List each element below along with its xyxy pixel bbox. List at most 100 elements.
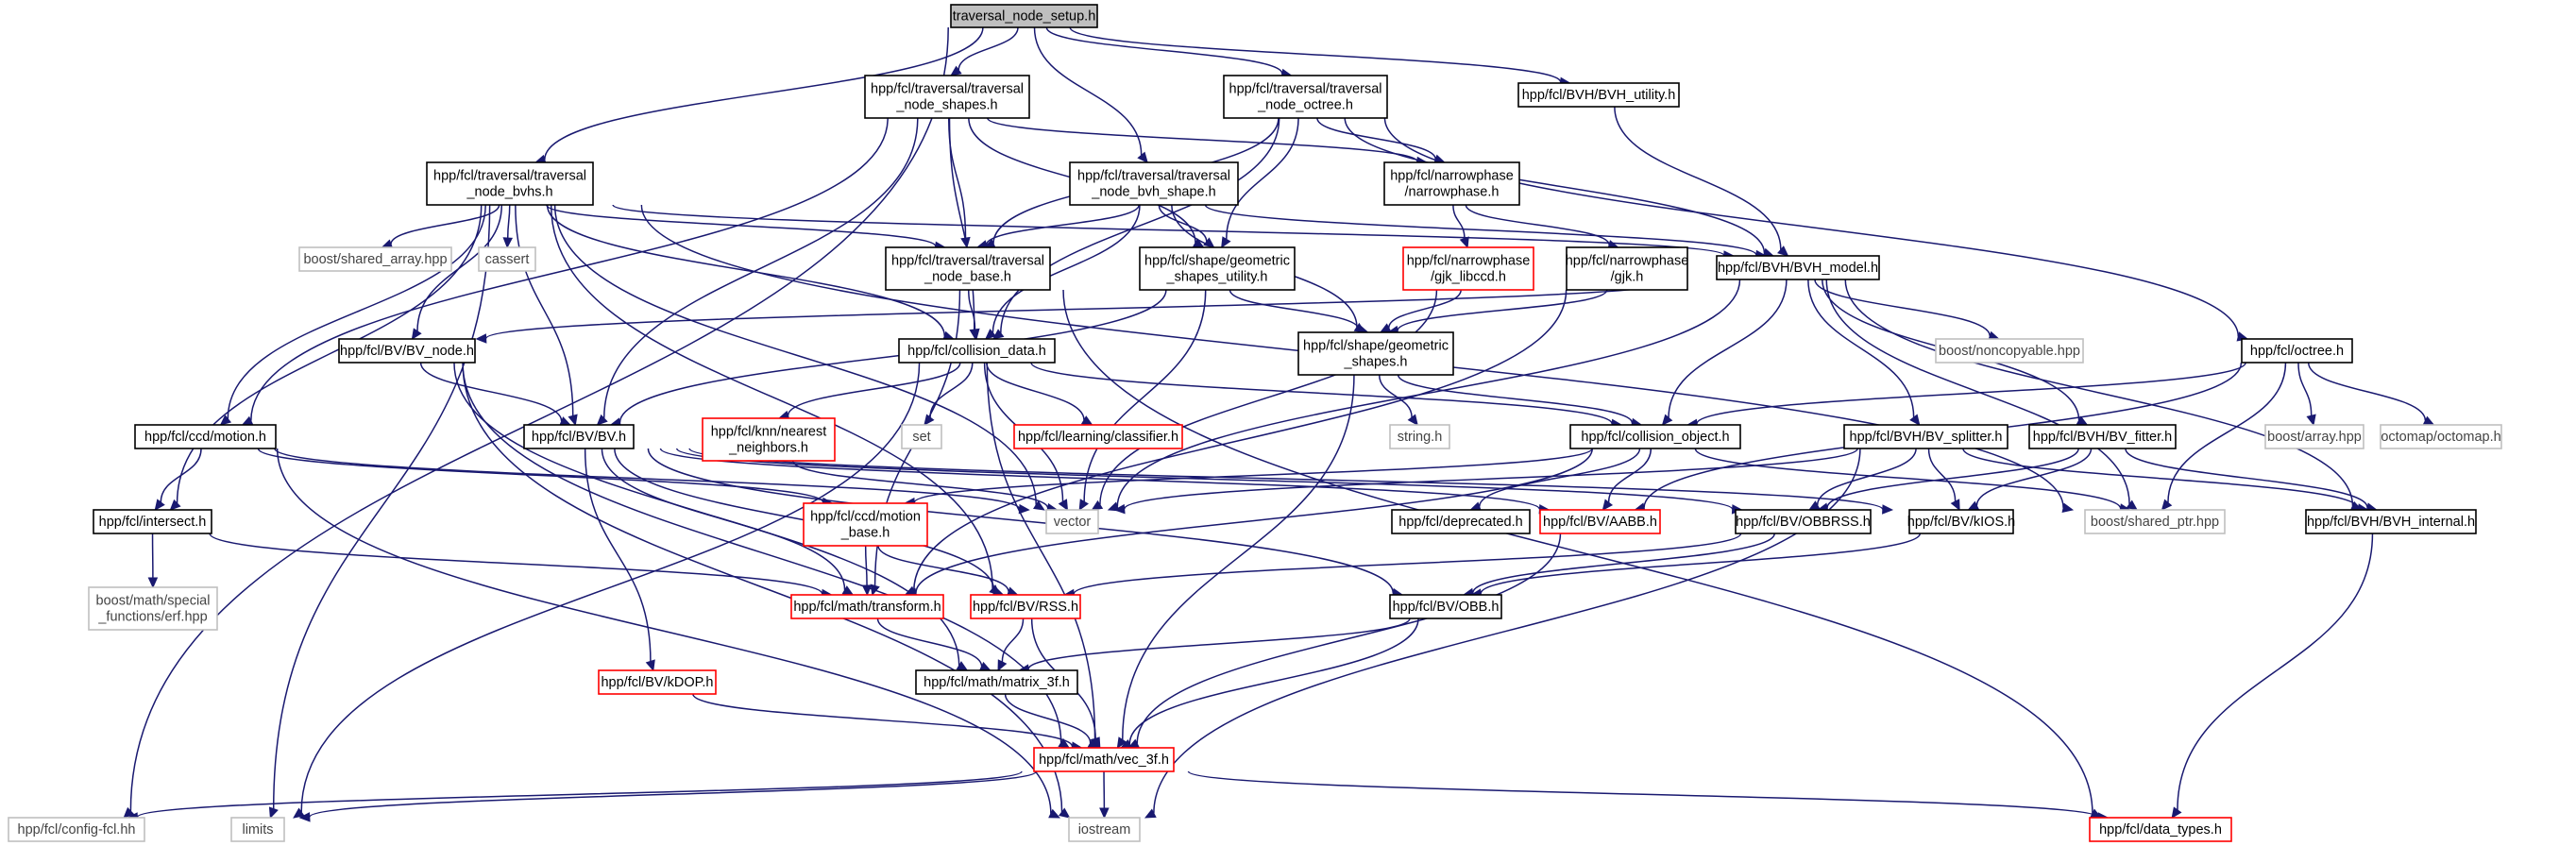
node-aabb[interactable]: hpp/fcl/BV/AABB.h [1539, 509, 1661, 534]
edge-arrowhead [147, 577, 159, 589]
edge-arrowhead [1459, 236, 1469, 249]
edge-line [2307, 362, 2427, 421]
node-label-line: string.h [1398, 430, 1443, 445]
edge-line [1187, 770, 2099, 819]
edge-bv_node-to-iostream [462, 362, 1071, 819]
node-motion-base[interactable]: hpp/fcl/ccd/motion_base.h [803, 502, 928, 547]
node-knn[interactable]: hpp/fcl/knn/nearest_neighbors.h [702, 417, 836, 462]
node-obb[interactable]: hpp/fcl/BV/OBB.h [1389, 594, 1502, 619]
edge-bvh_utility-to-bvh_model [1614, 106, 1789, 257]
node-tn-octree[interactable]: hpp/fcl/traversal/traversal_node_octree.… [1223, 75, 1388, 119]
node-label-line: limits [242, 822, 273, 838]
node-kios[interactable]: hpp/fcl/BV/kIOS.h [1907, 509, 2015, 534]
node-label-line: _node_shapes.h [895, 98, 997, 113]
edge-coll_obj-to-aabb [1602, 448, 1652, 511]
edge-line [136, 770, 1023, 819]
node-deprecated[interactable]: hpp/fcl/deprecated.h [1391, 509, 1531, 534]
node-box [1013, 424, 1183, 449]
node-gjk-libccd[interactable]: hpp/fcl/narrowphase/gjk_libccd.h [1402, 246, 1534, 291]
node-box [1566, 246, 1688, 291]
node-intersect[interactable]: hpp/fcl/intersect.h [93, 509, 212, 534]
edge-line [1122, 374, 1355, 740]
node-bvh-utility[interactable]: hpp/fcl/BVH/BVH_utility.h [1517, 82, 1680, 108]
edge-line [1826, 448, 2079, 508]
node-label-line: boost/noncopyable.hpp [1939, 344, 2080, 359]
node-geo-util[interactable]: hpp/fcl/shape/geometric_shapes_utility.h [1139, 246, 1296, 291]
node-set: set [901, 424, 942, 449]
node-label-line: hpp/fcl/data_types.h [2099, 822, 2222, 838]
edge-bv_bv-to-kdop [584, 448, 655, 672]
edge-root-to-tn_shapes [950, 26, 1019, 76]
edge-rss-to-matrix3f [997, 618, 1025, 672]
node-box [93, 509, 212, 534]
node-tn-shapes[interactable]: hpp/fcl/traversal/traversal_node_shapes.… [864, 75, 1030, 119]
edge-line [877, 545, 1009, 592]
node-erf: boost/math/special_functions/erf.hpp [88, 586, 218, 631]
edge-line [419, 362, 563, 422]
edge-line [601, 448, 846, 590]
edge-arrowhead [645, 659, 655, 672]
node-transform[interactable]: hpp/fcl/math/transform.h [790, 594, 944, 619]
node-box [1735, 509, 1872, 534]
edge-geo_shapes-to-stringh [1378, 374, 1418, 426]
node-vec3f[interactable]: hpp/fcl/math/vec_3f.h [1033, 747, 1175, 772]
node-bvh-model[interactable]: hpp/fcl/BVH/BVH_model.h [1716, 255, 1880, 280]
node-box [478, 246, 536, 272]
node-np-narrow[interactable]: hpp/fcl/narrowphase/narrowphase.h [1383, 161, 1520, 206]
node-geo-shapes[interactable]: hpp/fcl/shape/geometric_shapes.h [1297, 331, 1454, 376]
node-coll-data[interactable]: hpp/fcl/collision_data.h [898, 338, 1056, 364]
node-gjk[interactable]: hpp/fcl/narrowphase/gjk.h [1566, 246, 1689, 291]
node-label-line: hpp/fcl/BV/kDOP.h [601, 675, 713, 690]
edge-octree-to-octomap [2307, 362, 2435, 426]
node-box [2084, 509, 2226, 534]
node-box [901, 424, 942, 449]
node-data-types[interactable]: hpp/fcl/data_types.h [2089, 817, 2232, 842]
node-matrix3f[interactable]: hpp/fcl/math/matrix_3f.h [915, 669, 1078, 695]
edge-line [1696, 362, 2246, 425]
edge-tn_bvhs-to-cassert [502, 204, 514, 249]
edge-line [1480, 533, 1922, 594]
edge-bv_splitter-to-iostream [1144, 448, 1861, 819]
node-box [1908, 509, 2014, 534]
node-tn-bvh-shape[interactable]: hpp/fcl/traversal/traversal_node_bvh_sha… [1069, 161, 1239, 206]
edge-line [692, 693, 1074, 747]
edge-tn_base-to-coll_data [968, 289, 980, 341]
node-box [2264, 424, 2364, 449]
node-label-line: hpp/fcl/math/vec_3f.h [1039, 753, 1169, 768]
node-rss[interactable]: hpp/fcl/BV/RSS.h [970, 594, 1081, 619]
node-label-line: cassert [485, 252, 530, 267]
edge-line [1844, 279, 2354, 506]
edge-line [1000, 117, 1280, 333]
edge-line [1062, 289, 2093, 814]
node-label-line: _node_octree.h [1257, 98, 1353, 113]
node-tn-bvhs[interactable]: hpp/fcl/traversal/traversal_node_bvhs.h [426, 161, 594, 206]
edge-arrowhead [1407, 414, 1418, 426]
node-label-line: _neighbors.h [728, 441, 808, 456]
node-obbrss[interactable]: hpp/fcl/BV/OBBRSS.h [1735, 509, 1872, 534]
node-bv-fitter[interactable]: hpp/fcl/BVH/BV_fitter.h [2028, 424, 2177, 449]
node-bv-bv[interactable]: hpp/fcl/BV/BV.h [523, 424, 635, 449]
node-kdop[interactable]: hpp/fcl/BV/kDOP.h [598, 669, 717, 695]
node-ccd-motion[interactable]: hpp/fcl/ccd/motion.h [134, 424, 277, 449]
node-bvh-internal[interactable]: hpp/fcl/BVH/BVH_internal.h [2305, 509, 2477, 534]
node-iostream: iostream [1068, 817, 1141, 842]
edge-np_narrow-to-gjk_libccd [1452, 204, 1469, 249]
edge-ccd_motion-to-intersect [154, 448, 202, 511]
node-tn-base[interactable]: hpp/fcl/traversal/traversal_node_base.h [885, 246, 1051, 291]
node-coll-obj[interactable]: hpp/fcl/collision_object.h [1569, 424, 1741, 449]
edge-arrowhead [1058, 499, 1069, 512]
edge-line [584, 448, 652, 662]
edge-line [129, 26, 949, 812]
node-bv-splitter[interactable]: hpp/fcl/BVH/BV_splitter.h [1843, 424, 2008, 449]
edge-arrowhead [2306, 414, 2316, 427]
node-box [523, 424, 635, 449]
edge-arrowhead [596, 414, 608, 426]
edge-line [272, 204, 491, 809]
node-octree[interactable]: hpp/fcl/octree.h [2241, 338, 2353, 364]
node-label-line: hpp/fcl/intersect.h [99, 515, 207, 530]
node-bv-node[interactable]: hpp/fcl/BV/BV_node.h [338, 338, 476, 364]
node-label-line: hpp/fcl/traversal/traversal [871, 82, 1024, 97]
edge-arrowhead [169, 499, 181, 511]
node-classifier[interactable]: hpp/fcl/learning/classifier.h [1013, 424, 1183, 449]
